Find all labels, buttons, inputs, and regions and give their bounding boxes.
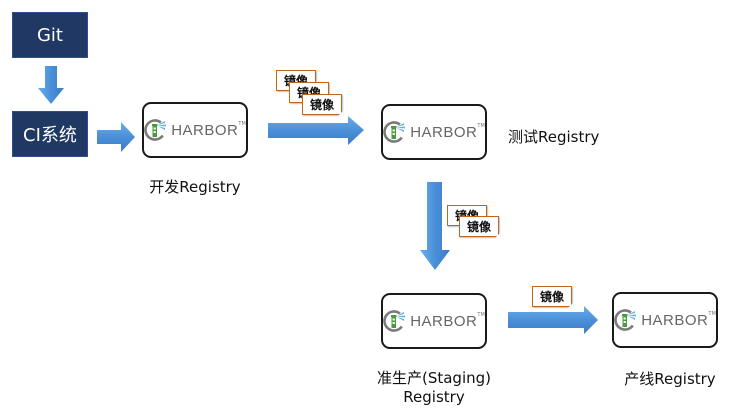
git-box: Git [12, 12, 88, 58]
test-registry-label: 测试Registry [508, 128, 600, 146]
ci-label: CI系统 [23, 125, 77, 146]
arrow-staging-to-prod [508, 306, 598, 334]
image-note: 镜像 [459, 216, 500, 238]
dev-registry-label: 开发Registry [149, 178, 241, 196]
image-note: 镜像 [532, 286, 573, 308]
harbor-wordmark: HARBOR [641, 311, 709, 329]
arrow-test-to-staging [420, 182, 450, 270]
harbor-lighthouse-icon [383, 309, 407, 333]
staging-registry-label-line1: 准生产(Staging) [376, 369, 492, 387]
ci-box: CI系统 [12, 111, 88, 157]
harbor-wordmark: HARBOR [410, 312, 478, 330]
arrow-ci-to-dev [97, 122, 135, 152]
harbor-lighthouse-icon [383, 120, 407, 144]
git-label: Git [36, 24, 63, 46]
image-note: 镜像 [302, 94, 343, 116]
arrow-dev-to-test [268, 116, 364, 145]
harbor-wordmark: HARBOR [410, 123, 478, 141]
harbor-lighthouse-icon [144, 118, 168, 142]
arrow-git-to-ci [38, 66, 64, 104]
harbor-lighthouse-icon [614, 308, 638, 332]
prod-registry-label: 产线Registry [624, 370, 716, 388]
staging-registry-label-line2: Registry [403, 388, 465, 406]
harbor-wordmark: HARBOR [171, 121, 239, 139]
